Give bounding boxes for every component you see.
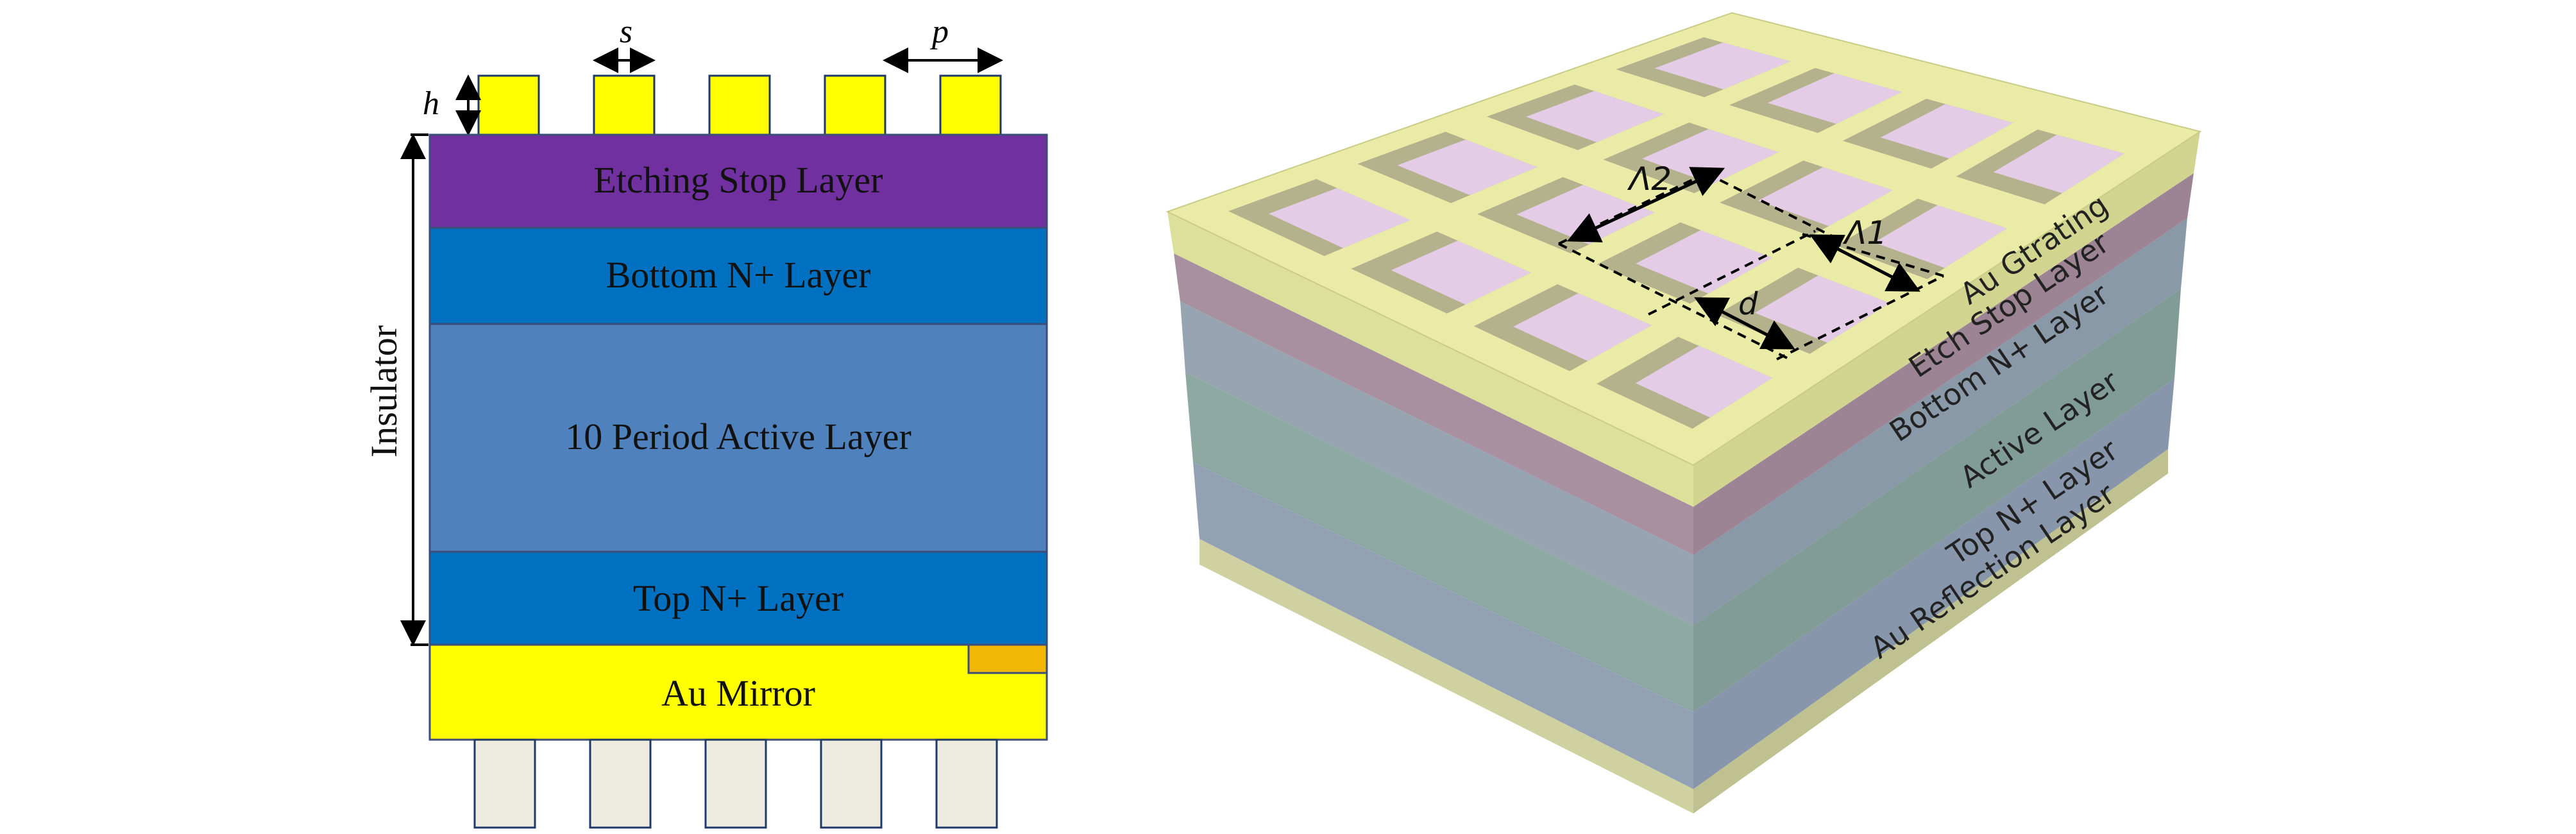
iso-bottomn-right (1693, 218, 2187, 626)
iso-etch-left (1174, 253, 1693, 555)
unit-cell-annotations: Λ2 Λ1 d (1558, 160, 1944, 361)
grating-window (1391, 241, 1531, 305)
grating-window (1654, 42, 1791, 90)
layer-stack: Etching Stop Layer Bottom N+ Layer 10 Pe… (428, 133, 1048, 741)
substrate-post (935, 738, 998, 829)
grating-bar (708, 74, 771, 136)
grating-window (1636, 230, 1772, 294)
grating-windows (1228, 37, 2124, 429)
grating-window (1513, 293, 1652, 361)
active-layer (428, 323, 1048, 553)
grating-bar (824, 74, 886, 136)
grating-window (1269, 188, 1411, 248)
grating-bar (477, 74, 540, 136)
substrate-post (473, 738, 536, 829)
iso-bottomn-left (1180, 302, 1693, 626)
cross-section: s p h Etching Stop Layer Bottom N+ Layer… (363, 13, 1048, 829)
lambda1-label: Λ1 (1842, 214, 1887, 251)
iso-topn-right (1693, 379, 2174, 789)
dimension-p: p (883, 13, 1003, 73)
lambda2-arrow (1566, 167, 1725, 243)
insulator-label: Insulator (363, 325, 405, 457)
etching-stop-label: Etching Stop Layer (593, 159, 883, 201)
etching-stop-layer (428, 133, 1048, 229)
d-arrow (1694, 297, 1795, 350)
dim-s-label: s (620, 13, 632, 50)
au-mirror-label: Au Mirror (661, 672, 815, 714)
substrate-post (589, 738, 652, 829)
iso-active-left (1185, 372, 1693, 712)
dim-p-label: p (929, 13, 949, 50)
active-layer-label: 10 Period Active Layer (565, 416, 911, 457)
lambda2-label: Λ2 (1627, 160, 1672, 198)
iso-view: Λ2 Λ1 d Au Gtrating Etch Stop Layer Bott… (1165, 12, 2202, 813)
grating-bars (477, 74, 1002, 136)
insulator-bracket: Insulator (363, 133, 428, 646)
bottom-n-label: Bottom N+ Layer (606, 254, 871, 296)
grating-window (1635, 346, 1772, 418)
grating-bar (593, 74, 656, 136)
substrate-post (704, 738, 767, 829)
iso-reflection-left (1199, 539, 1693, 813)
grating-window (1758, 167, 1893, 226)
iso-active-right (1693, 289, 2181, 712)
grating-window (1767, 73, 1902, 124)
iso-au-right (1693, 132, 2200, 507)
d-label: d (1738, 286, 1758, 322)
dimension-s: s (593, 13, 656, 73)
contact-pad (967, 643, 1048, 674)
grating-window (1880, 104, 2013, 159)
dimension-h: h (423, 74, 481, 136)
iso-reflection-right (1693, 449, 2168, 813)
iso-topn-left (1193, 462, 1693, 789)
lambda1-arrow (1809, 234, 1920, 292)
grating-window (1397, 139, 1538, 196)
substrate-post (820, 738, 883, 829)
iso-etch-right (1693, 173, 2194, 555)
substrate-posts (473, 738, 998, 829)
bottom-n-layer (428, 226, 1048, 325)
grating-window (1993, 135, 2124, 194)
grating-window (1526, 90, 1665, 142)
top-n-label: Top N+ Layer (633, 577, 843, 619)
grating-bar (939, 74, 1002, 136)
iso-au-left (1167, 212, 1693, 507)
dim-h-label: h (423, 85, 439, 122)
